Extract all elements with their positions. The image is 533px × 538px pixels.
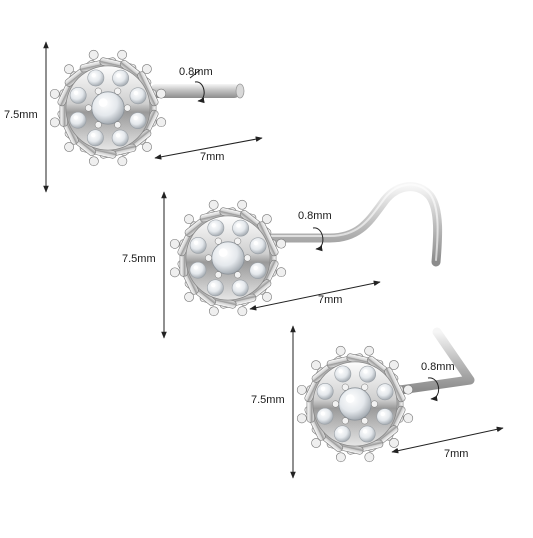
prong — [184, 292, 195, 302]
nose-stud-screw — [169, 182, 443, 317]
prong — [389, 437, 399, 448]
small-gem — [231, 279, 249, 297]
prong — [49, 88, 60, 99]
prong — [49, 117, 60, 128]
flower-head — [296, 345, 414, 463]
pin-ball-end — [235, 83, 245, 99]
prong — [208, 306, 219, 317]
screw-pin-shaft — [260, 182, 443, 267]
small-gem — [189, 261, 207, 279]
prong — [403, 384, 414, 395]
prong — [169, 267, 180, 278]
prong — [364, 345, 375, 356]
small-gem — [333, 425, 351, 443]
width-label: 7mm — [444, 448, 469, 460]
height-label: 7.5mm — [122, 253, 156, 265]
small-gem — [249, 262, 267, 280]
small-gem — [86, 129, 104, 147]
prong — [117, 49, 128, 60]
prong — [276, 267, 287, 278]
small-gem — [316, 382, 334, 400]
center-gem — [91, 91, 125, 125]
gauge-indicator — [427, 377, 439, 402]
prong — [142, 141, 152, 152]
small-gem — [69, 111, 87, 129]
prong — [156, 88, 167, 99]
prong — [64, 142, 75, 152]
prong — [311, 360, 321, 371]
straight-pin-shaft — [150, 84, 240, 98]
small-gem — [376, 383, 394, 401]
small-gem — [111, 129, 129, 147]
prong — [88, 49, 99, 60]
small-gem — [87, 69, 105, 87]
width-dimension-line — [391, 426, 504, 454]
height-label: 7.5mm — [4, 109, 38, 121]
small-gem — [189, 236, 207, 254]
prong — [296, 413, 307, 424]
prong — [208, 199, 219, 210]
gauge-indicator — [312, 227, 324, 252]
small-gem — [129, 112, 147, 130]
prong — [64, 64, 74, 75]
small-gem — [249, 237, 267, 255]
small-gem — [316, 407, 334, 425]
prong — [117, 156, 128, 167]
prong — [388, 360, 399, 370]
center-gem — [338, 387, 372, 421]
prong — [335, 452, 346, 463]
prong — [169, 238, 180, 249]
small-gem — [358, 425, 376, 443]
prong — [276, 238, 287, 249]
nose-stud-straight — [49, 49, 245, 167]
gauge-label: 0.8mm — [421, 361, 455, 373]
prong — [141, 64, 152, 74]
width-label: 7mm — [200, 151, 225, 163]
small-gem — [112, 69, 130, 87]
small-gem — [207, 219, 225, 237]
small-gem — [69, 86, 87, 104]
prong — [311, 438, 322, 448]
dimension-lines — [43, 41, 504, 479]
prong — [237, 306, 248, 317]
prong — [156, 117, 167, 128]
small-gem — [232, 219, 250, 237]
width-dimension-line — [154, 136, 263, 160]
small-gem — [359, 365, 377, 383]
gauge-indicator — [194, 81, 205, 104]
prong — [335, 345, 346, 356]
l-pin-shaft — [395, 327, 475, 395]
nose-stud-l-shape — [296, 327, 475, 463]
prong — [261, 214, 272, 224]
width-dimension-line — [249, 280, 381, 311]
width-label: 7mm — [318, 294, 343, 306]
gauge-label: 0.8mm — [298, 210, 332, 222]
flower-head — [49, 49, 167, 167]
gauge-label: 0.8mm — [179, 66, 213, 78]
prong — [262, 291, 272, 302]
flower-head — [169, 199, 287, 317]
prong — [364, 452, 375, 463]
prong — [296, 384, 307, 395]
small-gem — [206, 279, 224, 297]
prong — [237, 199, 248, 210]
height-label: 7.5mm — [251, 394, 285, 406]
prong — [88, 156, 99, 167]
center-gem — [211, 241, 245, 275]
small-gem — [129, 87, 147, 105]
small-gem — [334, 365, 352, 383]
prong — [403, 413, 414, 424]
prong — [184, 214, 194, 225]
small-gem — [376, 408, 394, 426]
